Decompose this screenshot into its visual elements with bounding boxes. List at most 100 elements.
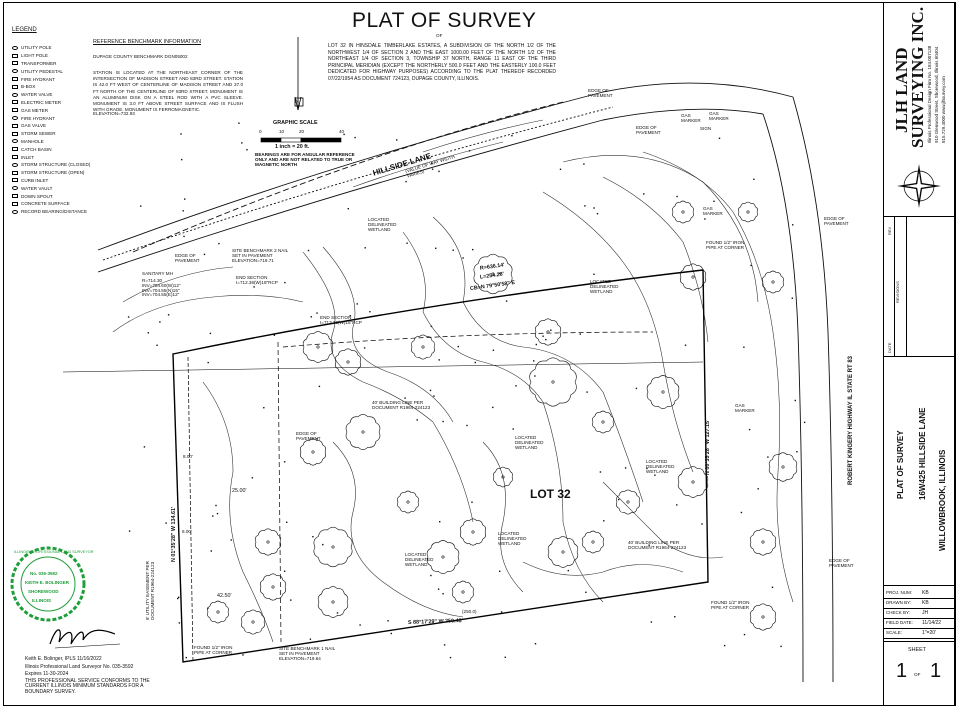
spot-elevation-mark: [178, 596, 180, 598]
graphic-scale-bar: [260, 137, 342, 143]
spot-elevation-mark: [181, 158, 183, 161]
spot-elevation-mark: [241, 142, 243, 144]
spot-elevation-mark: [253, 286, 255, 288]
graphic-scale-note: BEARINGS ARE FOR ANGULAR REFERENCE ONLY …: [255, 152, 355, 167]
legend-item: TRANSFORMER: [12, 60, 90, 68]
tree-canopy: [749, 528, 777, 556]
graphic-scale-tick: 10: [279, 129, 285, 134]
spot-elevation-mark: [316, 438, 318, 440]
spot-elevation-mark: [430, 574, 432, 577]
spot-elevation-mark: [207, 361, 209, 364]
legend-item: DOWN SPOUT: [12, 192, 90, 200]
tree-trunk: [421, 345, 425, 349]
legend-symbol-icon: [12, 123, 18, 128]
seal-name: KEITH E. BOLINGER: [25, 580, 70, 585]
tree-canopy: [493, 466, 513, 488]
spot-elevation-mark: [184, 198, 186, 200]
dim-25: 25.00': [232, 488, 247, 494]
tree-trunk: [271, 585, 275, 589]
spot-elevation-mark: [504, 656, 506, 658]
signature-name-date: Keith E. Bolinger, IPLS 11/16/2022: [25, 656, 102, 662]
wetland-6: LOCATED DELINEATED WETLAND: [405, 552, 434, 567]
tree-canopy: [547, 536, 579, 568]
contour-lines: [112, 119, 794, 643]
tree-canopy: [768, 452, 798, 482]
tree-trunk: [406, 500, 410, 504]
doc-address: 16W425 HILLSIDE LANE: [918, 407, 927, 500]
spot-elevation-mark: [438, 359, 440, 361]
spot-elevation-mark: [586, 391, 588, 393]
contour-line: [522, 561, 684, 576]
site-benchmark-1: SITE BENCHMARK 1 NAIL SET IN PAVEMENT EL…: [279, 646, 335, 661]
title-block-row-label: SCALE:: [886, 630, 903, 635]
tree-trunk: [761, 540, 765, 544]
spot-elevation-mark: [429, 389, 432, 392]
legend-item-label: INLET: [21, 154, 35, 160]
tree-trunk: [601, 420, 605, 424]
spot-elevation-mark: [347, 208, 349, 210]
spot-elevation-mark: [654, 474, 656, 476]
legend-item-label: STORM STRUCTURE (OPEN): [21, 170, 85, 176]
tree-trunk: [346, 360, 350, 364]
sheet-border: [3, 2, 956, 706]
sheet-total: 1: [930, 660, 942, 682]
legend-item-label: MANHOLE: [21, 138, 44, 144]
tree-trunk: [551, 380, 555, 384]
title-block-row-value: KB: [922, 600, 929, 606]
graphic-scale-title: GRAPHIC SCALE: [273, 120, 318, 126]
contour-line: [422, 119, 544, 153]
legend-item: STORM SEWER: [12, 130, 90, 138]
spot-elevation-mark: [499, 570, 501, 572]
spot-elevation-mark: [550, 329, 552, 331]
tree-canopy: [459, 518, 487, 546]
tree-trunk: [771, 280, 775, 284]
tree-canopy: [241, 609, 265, 635]
sign-label: SIGN: [700, 126, 712, 131]
edge-pavement-6: EDGE OF PAVEMENT: [296, 431, 321, 441]
spot-elevation-mark: [283, 461, 286, 463]
legend-symbol-icon: [12, 209, 18, 214]
spot-elevation-mark: [309, 638, 312, 640]
spot-elevation-mark: [159, 321, 161, 323]
spot-elevation-mark: [505, 300, 508, 302]
legend-item: CATCH BASIN: [12, 145, 90, 153]
spot-elevation-mark: [404, 397, 406, 399]
legend-item: B-BOX: [12, 83, 90, 91]
legend-symbol-icon: [12, 201, 18, 206]
spot-elevation-mark: [443, 644, 446, 646]
spot-elevation-mark: [750, 264, 752, 267]
title-block-row-value: JH: [922, 610, 929, 616]
title-block-row-value: KB: [922, 590, 929, 596]
title-block-row-label: FIELD DATE:: [886, 620, 913, 625]
found-pipe-1: FOUND 1/2" IRON PIPE AT CORNER: [194, 645, 233, 655]
legend-symbol-icon: [12, 131, 18, 136]
legal-description: LOT 32 IN HINSDALE TIMBERLAKE ESTATES, A…: [328, 43, 556, 82]
spot-elevation-mark: [713, 200, 715, 202]
legend-symbol-icon: [12, 69, 18, 74]
bearing-east-line: N 00°35'28" W 127.15': [705, 419, 711, 475]
tree-trunk: [561, 550, 565, 554]
spot-elevation-mark: [471, 501, 473, 503]
wetland-1: LOCATED DELINEATED WETLAND: [368, 217, 397, 232]
contour-line: [562, 155, 759, 303]
spot-elevation-mark: [251, 477, 254, 479]
rev-header: REV: [887, 226, 892, 235]
graphic-scale-text: 1 inch = 20 ft.: [275, 144, 310, 150]
contour-line: [482, 441, 524, 593]
spot-elevation-mark: [210, 550, 212, 552]
seal-number: No. 035-3592: [30, 571, 58, 576]
signature-conform: THIS PROFESSIONAL SERVICE CONFORMS TO TH…: [25, 678, 150, 695]
contour-line: [332, 441, 464, 618]
gas-marker-1: GAS MARKER: [681, 113, 701, 123]
tree-canopy: [345, 414, 381, 450]
legend-symbol-icon: [12, 108, 18, 113]
spot-elevation-mark: [794, 399, 796, 402]
legend-item-label: CURB INLET: [21, 177, 49, 183]
spot-elevation-mark: [534, 375, 536, 377]
contour-line: [352, 141, 504, 188]
tree-trunk: [681, 210, 685, 214]
spot-elevation-mark: [177, 597, 179, 600]
spot-elevation-mark: [183, 235, 185, 238]
spot-elevation-mark: [343, 133, 345, 136]
